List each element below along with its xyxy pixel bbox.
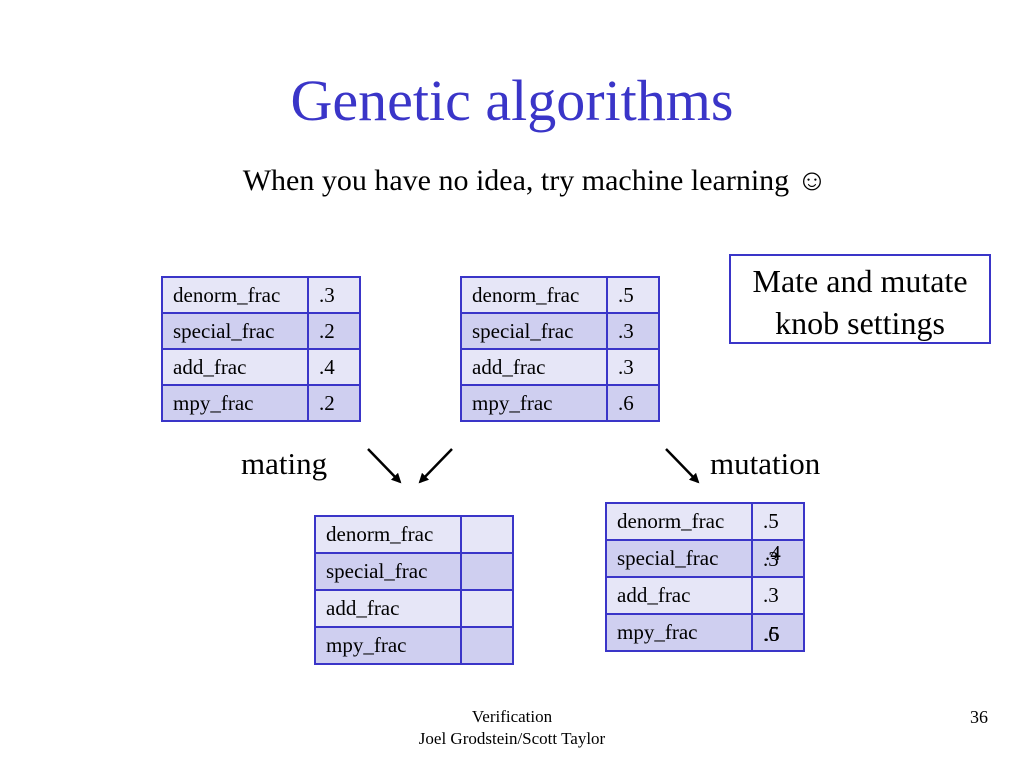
mating-arrow-left bbox=[367, 448, 402, 484]
mutated-table: denorm_frac .5 special_frac .3 .4 add_fr… bbox=[605, 502, 805, 652]
footer: Verification Joel Grodstein/Scott Taylor bbox=[362, 706, 662, 750]
mating-label: mating bbox=[241, 446, 328, 481]
slide-title: Genetic algorithms bbox=[290, 68, 734, 133]
parent-a-table: denorm_frac .3 special_frac .2 add_frac … bbox=[161, 276, 361, 422]
knob-value: .2 bbox=[307, 384, 361, 422]
callout-box: Mate and mutate knob settings bbox=[729, 254, 991, 344]
knob-new-value: .5 bbox=[764, 622, 780, 646]
mutation-arrow bbox=[665, 448, 700, 484]
table-row: special_frac .3 .4 bbox=[605, 539, 805, 578]
knob-name: add_frac bbox=[161, 348, 309, 386]
knob-name: denorm_frac bbox=[460, 276, 608, 314]
table-row: mpy_frac .6 .5 bbox=[605, 613, 805, 652]
parent-b-table: denorm_frac .5 special_frac .3 add_frac … bbox=[460, 276, 660, 422]
knob-value: .4 bbox=[307, 348, 361, 386]
table-row: denorm_frac .3 bbox=[161, 276, 361, 314]
knob-name: mpy_frac bbox=[605, 613, 753, 652]
knob-name: mpy_frac bbox=[314, 626, 462, 665]
footer-course: Verification bbox=[471, 707, 553, 726]
knob-old-value: .3 bbox=[763, 547, 779, 571]
knob-new-value: .4 bbox=[765, 541, 781, 565]
knob-name: special_frac bbox=[605, 539, 753, 578]
knob-value: .3 .4 bbox=[751, 539, 805, 578]
knob-value: .5 bbox=[606, 276, 660, 314]
knob-old-value: .6 bbox=[763, 622, 779, 646]
knob-value: .6 bbox=[606, 384, 660, 422]
table-row: add_frac .3 bbox=[460, 348, 660, 386]
knob-value bbox=[460, 626, 514, 665]
knob-value: .5 bbox=[751, 502, 805, 541]
knob-name: add_frac bbox=[314, 589, 462, 628]
table-row: add_frac bbox=[314, 589, 514, 628]
footer-authors: Joel Grodstein/Scott Taylor bbox=[418, 729, 606, 748]
knob-value bbox=[460, 589, 514, 628]
knob-value: .3 bbox=[606, 312, 660, 350]
knob-name: special_frac bbox=[314, 552, 462, 591]
knob-name: special_frac bbox=[460, 312, 608, 350]
page-number: 36 bbox=[970, 707, 988, 727]
table-row: denorm_frac .5 bbox=[460, 276, 660, 314]
knob-name: denorm_frac bbox=[161, 276, 309, 314]
table-row: mpy_frac bbox=[314, 626, 514, 665]
knob-name: mpy_frac bbox=[161, 384, 309, 422]
knob-name: add_frac bbox=[605, 576, 753, 615]
knob-value bbox=[460, 552, 514, 591]
mating-arrow-right bbox=[418, 448, 453, 484]
table-row: special_frac .2 bbox=[161, 312, 361, 350]
mutation-label: mutation bbox=[710, 446, 821, 481]
knob-name: add_frac bbox=[460, 348, 608, 386]
knob-value bbox=[460, 515, 514, 554]
table-row: mpy_frac .2 bbox=[161, 384, 361, 422]
knob-value: .3 bbox=[606, 348, 660, 386]
knob-name: denorm_frac bbox=[605, 502, 753, 541]
table-row: denorm_frac .5 bbox=[605, 502, 805, 541]
table-row: special_frac bbox=[314, 552, 514, 591]
slide-subtitle: When you have no idea, try machine learn… bbox=[242, 164, 828, 197]
knob-name: special_frac bbox=[161, 312, 309, 350]
knob-value: .2 bbox=[307, 312, 361, 350]
knob-value: .6 .5 bbox=[751, 613, 805, 652]
knob-value: .3 bbox=[751, 576, 805, 615]
table-row: special_frac .3 bbox=[460, 312, 660, 350]
knob-name: denorm_frac bbox=[314, 515, 462, 554]
child-table: denorm_frac special_frac add_frac mpy_fr… bbox=[314, 515, 514, 665]
table-row: add_frac .4 bbox=[161, 348, 361, 386]
knob-name: mpy_frac bbox=[460, 384, 608, 422]
table-row: add_frac .3 bbox=[605, 576, 805, 615]
table-row: mpy_frac .6 bbox=[460, 384, 660, 422]
table-row: denorm_frac bbox=[314, 515, 514, 554]
knob-value: .3 bbox=[307, 276, 361, 314]
